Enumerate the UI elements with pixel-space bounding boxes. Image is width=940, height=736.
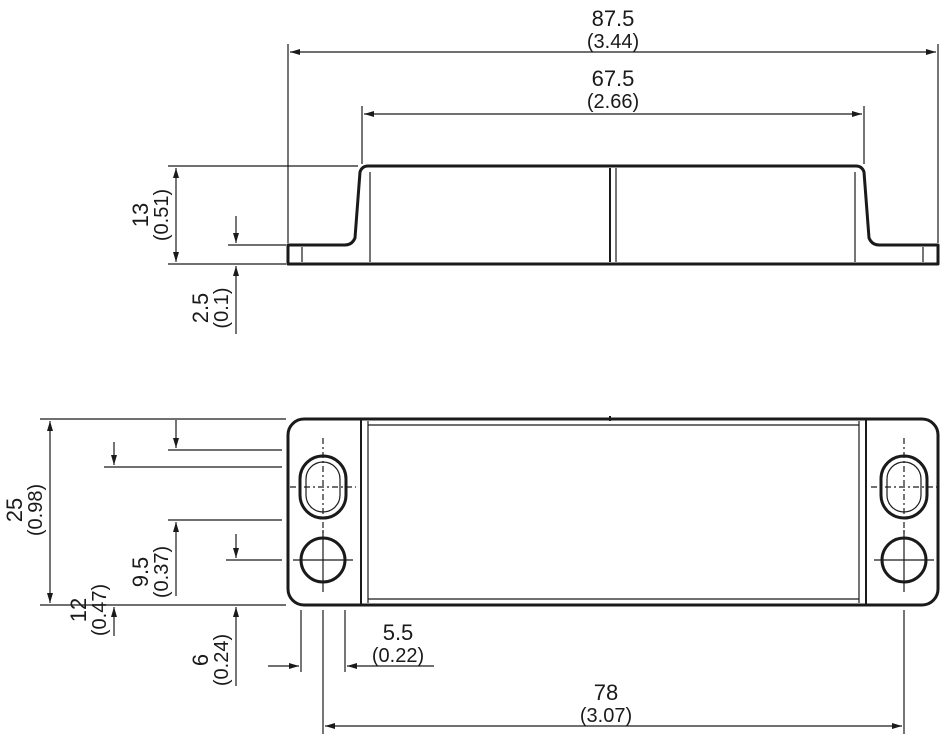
dim-hole-diameter-mm: 5.5 (383, 620, 414, 645)
dim-hole-spacing-inch: (3.07) (580, 705, 632, 727)
dim-width-mm: 25 (2, 498, 27, 522)
dim-body-length-mm: 67.5 (592, 66, 635, 91)
dim-hole-offset-mm: 9.5 (128, 557, 153, 588)
dim-slot-offset-mm: 12 (66, 598, 91, 622)
dim-overall-length: 87.5 (3.44) (287, 6, 939, 243)
side-view-outline (286, 164, 940, 266)
dim-height: 13 (0.51) (128, 165, 358, 265)
dim-hole-edge-mm: 6 (188, 654, 213, 666)
right-slot (871, 438, 937, 536)
dim-slot-offset-inch: (0.47) (89, 584, 111, 636)
dim-width-inch: (0.98) (25, 484, 47, 536)
dim-overall-length-inch: (3.44) (587, 31, 639, 53)
dim-width: 25 (0.98) (2, 418, 286, 606)
top-view (286, 416, 940, 607)
dim-overall-length-mm: 87.5 (592, 6, 635, 31)
dim-slot-offset: 12 (0.47) (66, 442, 282, 636)
dim-flange-thickness: 2.5 (0.1) (188, 216, 286, 334)
dim-height-mm: 13 (128, 203, 153, 227)
dim-flange-thickness-mm: 2.5 (188, 293, 213, 324)
dim-hole-diameter: 5.5 (0.22) (268, 610, 434, 672)
dim-height-inch: (0.51) (151, 189, 173, 241)
dim-hole-offset-inch: (0.37) (151, 546, 173, 598)
left-slot (290, 438, 356, 536)
dim-hole-spacing: 78 (3.07) (322, 610, 905, 734)
dim-body-length-inch: (2.66) (587, 91, 639, 113)
right-hole (874, 530, 934, 592)
dim-hole-offset: 9.5 (0.37) (128, 420, 282, 598)
left-hole (293, 530, 353, 592)
dim-hole-edge-inch: (0.24) (211, 634, 233, 686)
dim-hole-diameter-inch: (0.22) (372, 645, 424, 667)
dim-hole-edge: 6 (0.24) (188, 534, 282, 686)
top-view-outline (286, 417, 940, 607)
dim-hole-spacing-mm: 78 (594, 680, 618, 705)
side-view (286, 164, 940, 266)
dim-body-length: 67.5 (2.66) (361, 66, 865, 164)
dim-flange-thickness-inch: (0.1) (211, 287, 233, 328)
